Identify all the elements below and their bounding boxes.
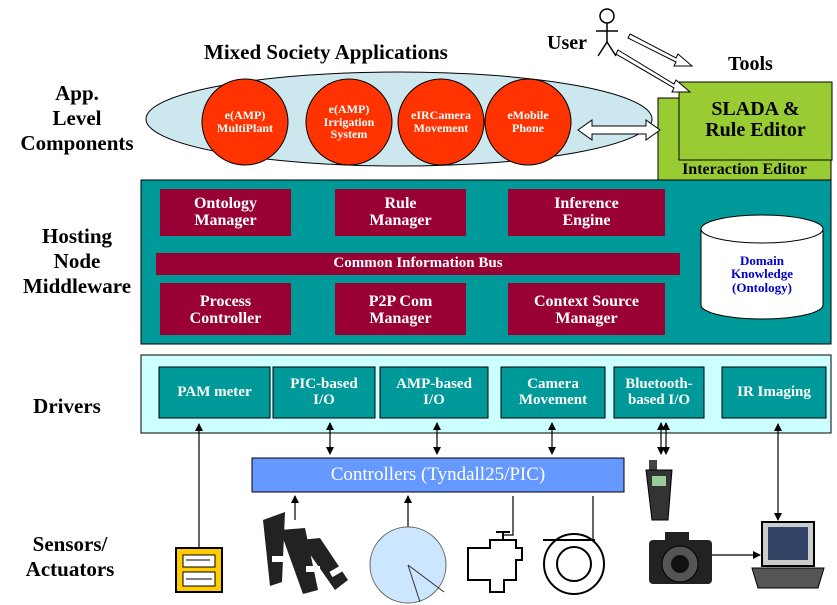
rule-manager-box — [335, 189, 466, 236]
app-label-mobile: eMobile Phone — [507, 108, 549, 135]
slada-box — [678, 81, 833, 161]
app-circle-multiplant — [201, 78, 289, 166]
interaction-editor-label: Interaction Editor — [682, 160, 807, 178]
app-circle-mobile — [484, 78, 572, 166]
tools-title: Tools — [728, 53, 773, 75]
sensors-layer-label: Sensors/ Actuators — [25, 532, 115, 581]
p2p-manager-label: P2P Com Manager — [368, 292, 433, 327]
top-caption: Mixed Society Applications — [204, 40, 448, 64]
controllers-bar — [251, 457, 625, 493]
app-circle-irrigation — [305, 78, 393, 166]
domain-knowledge-label: Domain Knowledge (Ontology) — [730, 252, 794, 295]
app-label-ircamera: eIRCamera Movement — [411, 108, 471, 135]
p2p-manager-box — [335, 283, 466, 335]
driver-box-amp — [379, 366, 489, 419]
process-controller-box — [160, 283, 291, 335]
driver-box-bluetooth — [613, 366, 705, 419]
apps-tools-double-arrow — [577, 119, 661, 141]
user-tools-arrows — [615, 33, 694, 93]
driver-box-pam — [158, 366, 271, 419]
app-label-irrigation: e(AMP) Irrigation System — [323, 102, 375, 142]
app-label-multiplant: e(AMP) MultiPlant — [217, 108, 273, 135]
driver-label-bluetooth: Bluetooth- based I/O — [625, 375, 693, 408]
driver-box-camera — [500, 366, 606, 419]
controllers-label: Controllers (Tyndall25/PIC) — [330, 464, 546, 486]
user-icon — [596, 8, 618, 57]
context-source-manager-box — [508, 283, 665, 335]
slada-label: SLADA & Rule Editor — [705, 98, 806, 141]
middleware-layer-label: Hosting Node Middleware — [22, 224, 132, 298]
rule-manager-label: Rule Manager — [369, 194, 432, 229]
laptop-icon — [751, 521, 825, 589]
bus-label: Common Information Bus — [333, 255, 503, 272]
valve-icon — [467, 531, 523, 593]
driver-label-pic: PIC-based I/O — [290, 375, 358, 408]
meter-device-icon — [175, 547, 223, 593]
inference-engine-label: Inference Engine — [554, 194, 619, 229]
inference-engine-box — [508, 189, 665, 236]
driver-label-camera: Camera Movement — [518, 375, 588, 408]
dial-gauge-icon — [369, 526, 447, 604]
coil-icon — [543, 533, 605, 595]
driver-label-pam: PAM meter — [177, 383, 252, 400]
clamp-sensors-icon — [263, 512, 348, 594]
mobile-phone-icon — [645, 460, 673, 521]
app-circle-ircamera — [397, 78, 485, 166]
process-controller-label: Process Controller — [189, 292, 262, 327]
ontology-manager-label: Ontology Manager — [193, 194, 258, 229]
camera-icon — [649, 532, 712, 584]
driver-label-ir: IR Imaging — [737, 383, 811, 400]
drivers-layer-label: Drivers — [33, 394, 101, 418]
database-cylinder — [700, 214, 824, 320]
driver-label-amp: AMP-based I/O — [396, 375, 472, 408]
ontology-manager-box — [160, 189, 291, 236]
driver-box-ir — [721, 366, 827, 419]
driver-box-pic — [272, 366, 376, 419]
user-label: User — [547, 32, 587, 54]
app-layer-label: App. Level Components — [20, 81, 134, 155]
context-source-manager-label: Context Source Manager — [533, 292, 640, 327]
common-information-bus — [156, 253, 680, 275]
